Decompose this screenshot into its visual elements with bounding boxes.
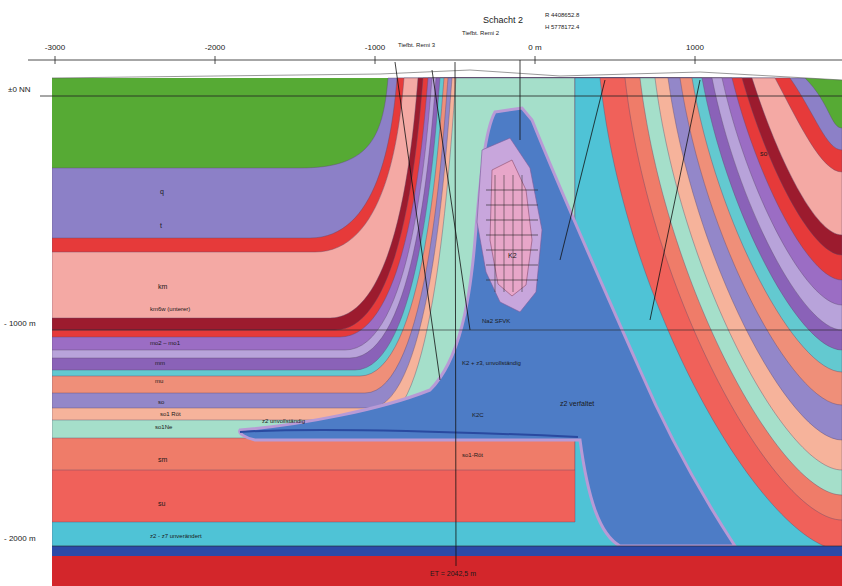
rock-layer — [52, 78, 842, 586]
layer-label: z2 - z7 unverändert — [150, 533, 202, 539]
depth-line — [52, 330, 842, 331]
rock-layer — [52, 78, 842, 586]
axis-label: 0 m — [528, 44, 541, 52]
layer-label: - 2000 m — [4, 535, 36, 543]
layer-label: K2 — [508, 252, 517, 259]
rock-layer — [52, 78, 842, 586]
layer-label: z2 unvollständig — [262, 418, 305, 424]
rock-layer — [52, 556, 842, 586]
layer-label: Tiefbt. Remi 3 — [398, 42, 435, 48]
rock-layer — [52, 78, 842, 586]
mine-level — [486, 190, 538, 191]
salt-tongue — [240, 430, 578, 437]
layer-label: q — [160, 188, 164, 195]
axis-label: -3000 — [45, 44, 65, 52]
datum-line — [40, 96, 842, 97]
axis-label: -2000 — [205, 44, 225, 52]
quaternary-tertiary-layer — [52, 78, 842, 586]
layer-label: km — [158, 283, 167, 290]
terrain-line — [52, 70, 842, 80]
layer-label: K2 + z3, unvollständig — [462, 360, 521, 366]
axis-tick — [535, 56, 536, 64]
rock-layer — [52, 78, 842, 586]
rock-layer — [52, 78, 842, 586]
fault-line — [650, 80, 700, 320]
mine-level — [486, 250, 538, 251]
rock-layer — [52, 78, 842, 586]
layer-label: ±0 NN — [8, 86, 31, 94]
layer-label: mu — [155, 378, 163, 384]
fault-line — [560, 80, 605, 260]
mine-drift — [504, 175, 505, 292]
rock-layer — [52, 78, 842, 586]
layer-label: sm — [158, 456, 167, 463]
mine-level — [486, 265, 538, 266]
layer-label: mm — [155, 360, 165, 366]
layer-label: so — [760, 150, 767, 157]
mine-drift — [522, 175, 523, 292]
layer-label: - 1000 m — [4, 320, 36, 328]
layer-label: Tiefbt. Remi 2 — [462, 30, 499, 36]
layer-label: mo2 – mo1 — [150, 340, 180, 346]
layer-label: so1 Röt — [160, 411, 181, 417]
fault-line — [455, 62, 456, 566]
fault-line — [395, 62, 440, 380]
layer-label: so1Ne — [155, 424, 172, 430]
layer-label: t — [160, 222, 162, 229]
rock-layer — [52, 78, 842, 586]
rock-layer — [52, 78, 842, 586]
rock-layer — [52, 78, 842, 586]
axis-tick — [55, 56, 56, 64]
rock-layer — [52, 546, 842, 556]
layer-label: ET = 2042,5 m — [430, 570, 476, 577]
mine-workings — [490, 160, 532, 296]
rock-layer — [52, 78, 842, 586]
mine-level — [486, 235, 538, 236]
axis-line — [28, 60, 842, 61]
layer-label: Schacht 2 — [483, 16, 523, 25]
axis-tick — [375, 56, 376, 64]
axis-tick — [215, 56, 216, 64]
rock-layer — [52, 78, 842, 586]
layer-label: H 5778172.4 — [545, 24, 579, 30]
axis-label: -1000 — [365, 44, 385, 52]
potash-zone — [477, 138, 542, 312]
rock-layer — [52, 78, 842, 586]
salt-dome — [240, 108, 735, 546]
fault-line — [520, 60, 521, 140]
depth-line — [52, 546, 842, 547]
mine-level — [486, 280, 538, 281]
layer-label: su — [158, 500, 165, 507]
mine-level — [486, 220, 538, 221]
layer-label: K2C — [472, 412, 484, 418]
fault-line — [432, 70, 470, 330]
rock-layer — [52, 78, 842, 586]
axis-label: 1000 — [686, 44, 704, 52]
mine-drift — [513, 175, 514, 292]
layer-label: z2 verfaltet — [560, 400, 594, 407]
layer-label: so1-Röt — [462, 452, 483, 458]
axis-tick — [695, 56, 696, 64]
mine-level — [486, 205, 538, 206]
mine-drift — [495, 175, 496, 292]
rock-layer — [52, 78, 842, 586]
layer-label: Na2 SFVK — [482, 318, 510, 324]
layer-label: R 4408652.8 — [545, 12, 579, 18]
layer-label: so — [158, 399, 164, 405]
layer-label: km6w (unterer) — [150, 306, 190, 312]
